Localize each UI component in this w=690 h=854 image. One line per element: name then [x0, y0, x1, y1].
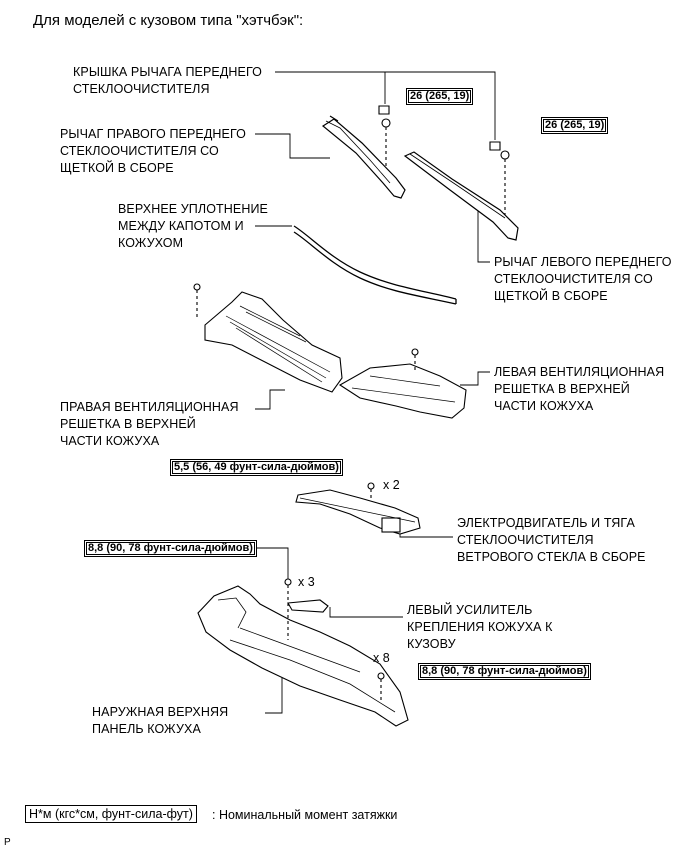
outer-cowl-panel-illustration — [197, 578, 409, 727]
torque-panel-bolts-lower: 8,8 (90, 78 фунт-сила-дюймов) — [418, 663, 591, 680]
hood-seal-illustration — [293, 225, 457, 305]
corner-mark: P — [4, 837, 11, 848]
label-wiper-motor-link: ЭЛЕКТРОДВИГАТЕЛЬ И ТЯГА СТЕКЛООЧИСТИТЕЛЯ… — [457, 516, 646, 564]
label-left-wiper-arm: РЫЧАГ ЛЕВОГО ПЕРЕДНЕГО СТЕКЛООЧИСТИТЕЛЯ … — [494, 255, 672, 303]
leader-lines — [250, 71, 496, 714]
wiper-motor-link-illustration — [295, 482, 421, 535]
legend-unit-box: Н*м (кгс*см, фунт-сила-фут) — [25, 805, 197, 823]
torque-left-arm-nut: 26 (265, 19) — [541, 117, 609, 134]
left-vent-louver-illustration — [338, 348, 467, 419]
right-vent-louver-illustration — [193, 283, 343, 393]
page-heading: Для моделей с кузовом типа "хэтчбэк": — [33, 12, 304, 29]
left-cowl-brace-illustration — [287, 599, 329, 613]
label-right-wiper-arm: РЫЧАГ ПРАВОГО ПЕРЕДНЕГО СТЕКЛООЧИСТИТЕЛЯ… — [60, 127, 246, 175]
wiper-arm-cover-right — [378, 105, 391, 175]
wiper-arm-cover-left — [489, 141, 510, 220]
label-left-vent-louver: ЛЕВАЯ ВЕНТИЛЯЦИОННАЯ РЕШЕТКА В ВЕРХНЕЙ Ч… — [494, 365, 665, 413]
label-left-cowl-brace: ЛЕВЫЙ УСИЛИТЕЛЬ КРЕПЛЕНИЯ КОЖУХА К КУЗОВ… — [407, 603, 553, 651]
torque-motor-bolts: 5,5 (56, 49 фунт-сила-дюймов) — [170, 459, 343, 476]
multiplier-motor: x 2 — [383, 478, 400, 492]
legend-text: : Номинальный момент затяжки — [212, 808, 398, 822]
label-wiper-arm-cover: КРЫШКА РЫЧАГА ПЕРЕДНЕГО СТЕКЛООЧИСТИТЕЛЯ — [73, 65, 262, 96]
label-outer-cowl-panel: НАРУЖНАЯ ВЕРХНЯЯ ПАНЕЛЬ КОЖУХА — [92, 705, 229, 736]
label-right-vent-louver: ПРАВАЯ ВЕНТИЛЯЦИОННАЯ РЕШЕТКА В ВЕРХНЕЙ … — [60, 400, 239, 448]
torque-panel-bolts-upper: 8,8 (90, 78 фунт-сила-дюймов) — [84, 540, 257, 557]
left-wiper-arm-illustration — [403, 151, 519, 241]
torque-right-arm-nut: 26 (265, 19) — [406, 88, 474, 105]
multiplier-panel-lower: x 8 — [373, 651, 390, 665]
label-hood-seal: ВЕРХНЕЕ УПЛОТНЕНИЕ МЕЖДУ КАПОТОМ И КОЖУХ… — [118, 202, 268, 250]
multiplier-panel-upper: x 3 — [298, 575, 315, 589]
right-wiper-arm-illustration — [321, 115, 406, 199]
